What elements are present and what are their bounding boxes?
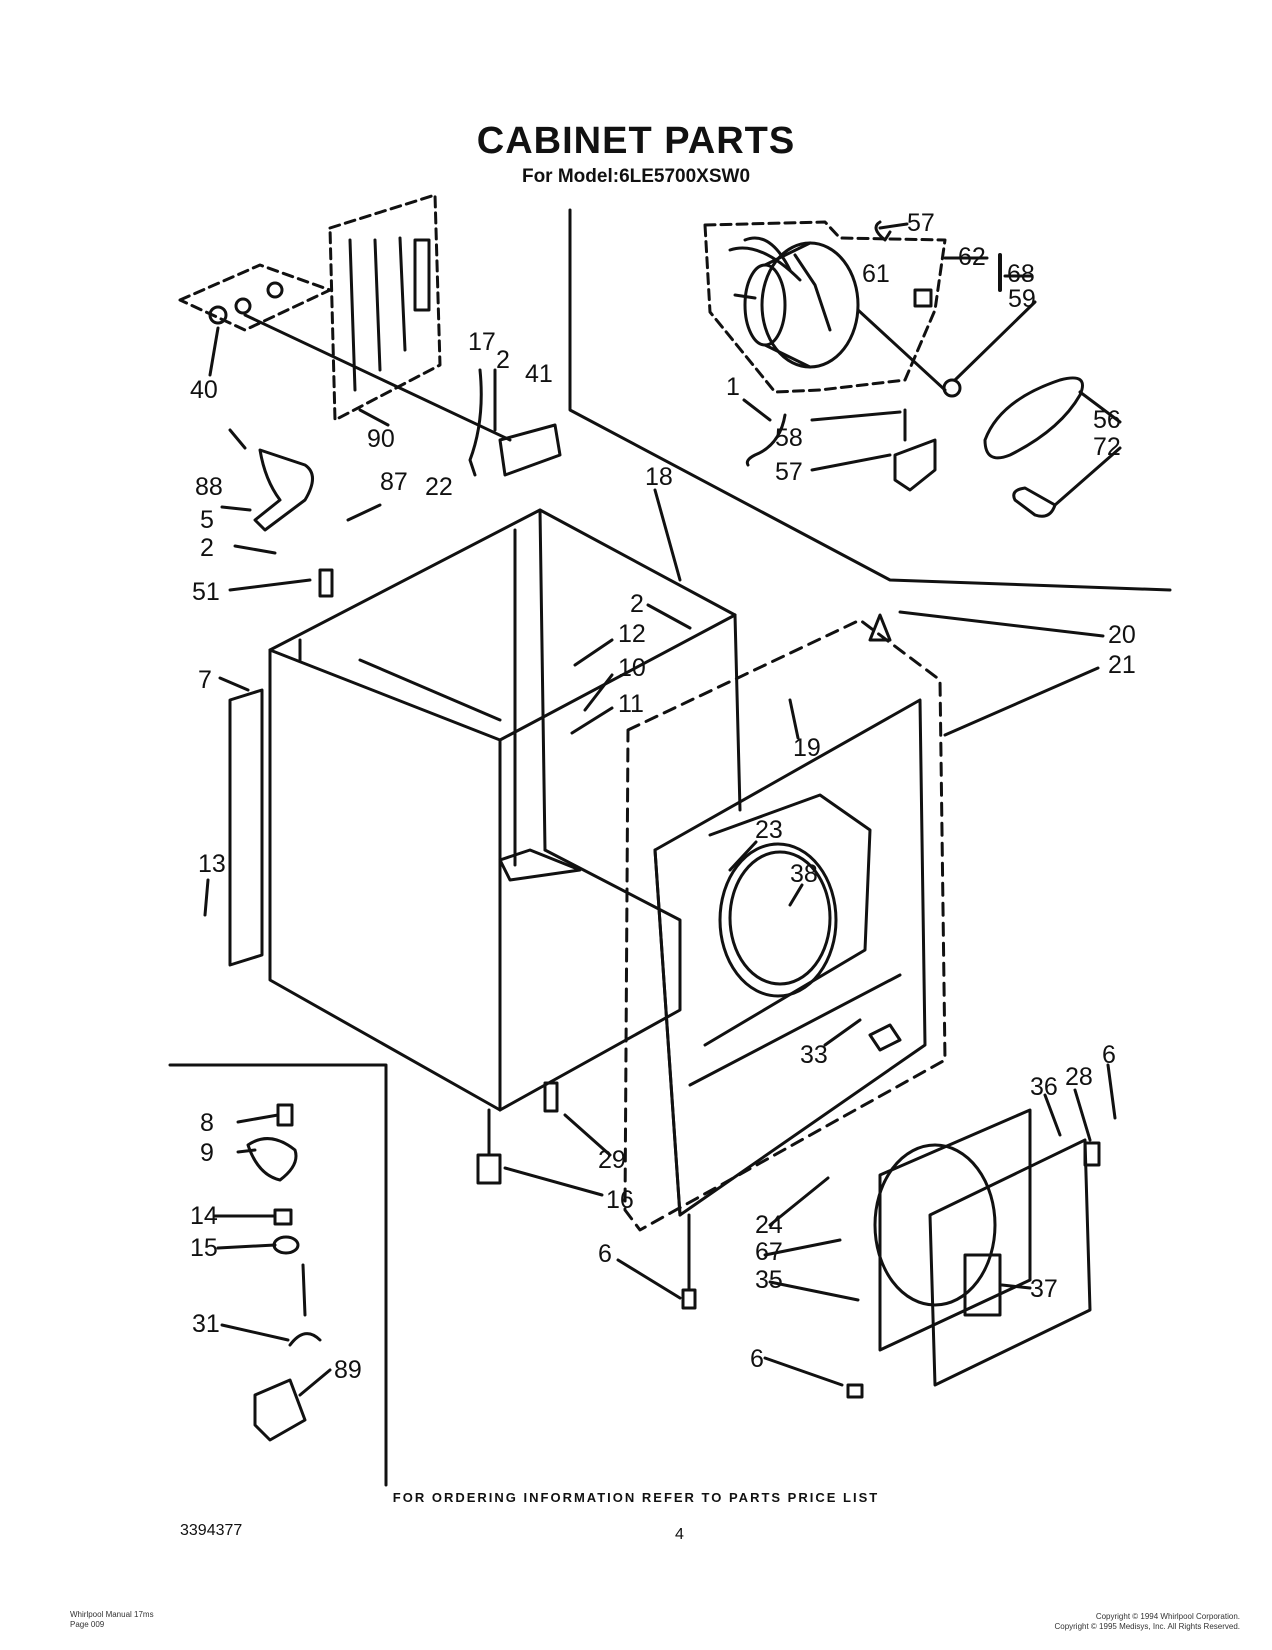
callout-18: 18 [645,463,673,491]
callout-88: 88 [195,473,223,501]
fineprint-right-line2: Copyright © 1995 Medisys, Inc. All Right… [1054,1622,1240,1631]
callout-9: 9 [200,1139,214,1167]
callout-31: 31 [192,1310,220,1338]
callout-72: 72 [1093,433,1121,461]
terminal-block-41 [498,423,562,477]
callout-58: 58 [775,424,803,452]
drive-motor [728,236,947,392]
callout-1: 1 [726,373,740,401]
callout-7: 7 [198,666,212,694]
callout-41: 41 [525,360,553,388]
fineprint-left-line2: Page 009 [70,1620,105,1629]
front-panel [653,698,927,1217]
wire-1 [745,413,787,467]
callout-89: 89 [334,1356,362,1384]
knob-20 [868,613,892,642]
callout-5: 5 [200,506,214,534]
callout-40: 40 [190,376,218,404]
belt-56 [983,376,1084,460]
motor-inset-border [568,208,1172,592]
callout-20: 20 [1108,621,1136,649]
side-panel-7 [228,688,264,967]
clip-63 [874,220,892,242]
hinge-28 [1083,1141,1101,1167]
callout-12: 12 [618,620,646,648]
callout-15: 15 [190,1234,218,1262]
housing-89 [253,1378,307,1442]
ordering-note: FOR ORDERING INFORMATION REFER TO PARTS … [392,1490,880,1505]
part-29 [543,1081,559,1113]
fineprint-right-line1: Copyright © 1994 Whirlpool Corporation. [1095,1612,1240,1621]
leveling-leg-16 [476,1108,502,1185]
callout-56: 56 [1093,406,1121,434]
callout-37: 37 [1030,1275,1058,1303]
bracket-57 [893,438,937,492]
callout-22: 22 [425,473,453,501]
callout-87: 87 [380,468,408,496]
callout-21: 21 [1108,651,1136,679]
callout-67: 67 [755,1238,783,1266]
fineprint-left: Whirlpool Manual 17ms Page 009 [70,1610,154,1630]
callout-62: 62 [958,243,986,271]
pulley-72 [1012,486,1057,518]
callout-10: 10 [618,654,646,682]
callout-51: 51 [192,578,220,606]
callout-11: 11 [618,690,644,718]
model-number: For Model:6LE5700XSW0 [521,166,751,187]
callout-61: 61 [862,260,890,288]
callout-33: 33 [800,1041,828,1069]
callout-63: 57 [907,209,935,237]
callout-6-hinge: 6 [1102,1041,1116,1069]
page-title: CABINET PARTS [476,120,796,162]
fineprint-left-line1: Whirlpool Manual 17ms [70,1610,154,1619]
bracket-5 [253,448,314,532]
inset-border-bottom [168,1063,388,1487]
document-number: 3394377 [180,1522,243,1539]
callout-24: 24 [755,1211,783,1239]
callout-38: 38 [790,860,818,888]
callout-2-mid: 2 [630,590,644,618]
harness-group-90 [328,193,442,422]
latch-33 [868,1023,902,1052]
callout-14: 14 [190,1202,218,1230]
callout-57: 57 [775,458,803,486]
clip-51 [318,568,334,598]
callout-13: 13 [198,850,226,878]
callout-8: 8 [200,1109,214,1137]
callout-59: 59 [1008,285,1036,313]
callout-2-left: 2 [200,534,214,562]
callout-19: 19 [793,734,821,762]
cabinet-body [268,508,742,1112]
door-assembly [873,1108,1092,1387]
page-number: 4 [675,1526,684,1543]
callout-2-top: 2 [496,346,510,374]
callout-35: 35 [755,1266,783,1294]
fineprint-right: Copyright © 1994 Whirlpool Corporation. … [1000,1612,1240,1632]
callout-36: 36 [1030,1073,1058,1101]
callout-17: 17 [468,328,496,356]
callout-28: 28 [1065,1063,1093,1091]
switch-61 [913,288,933,308]
callout-23: 23 [755,816,783,844]
callout-6-front: 6 [598,1240,612,1268]
callout-68: 68 [1007,260,1035,288]
front-panel-group-21 [623,618,947,1232]
callout-16: 16 [606,1186,634,1214]
callout-29: 29 [598,1146,626,1174]
wire-17 [468,368,483,477]
callout-6-door: 6 [750,1345,764,1373]
motor-dashed-group [703,220,947,394]
callout-90: 90 [367,425,395,453]
